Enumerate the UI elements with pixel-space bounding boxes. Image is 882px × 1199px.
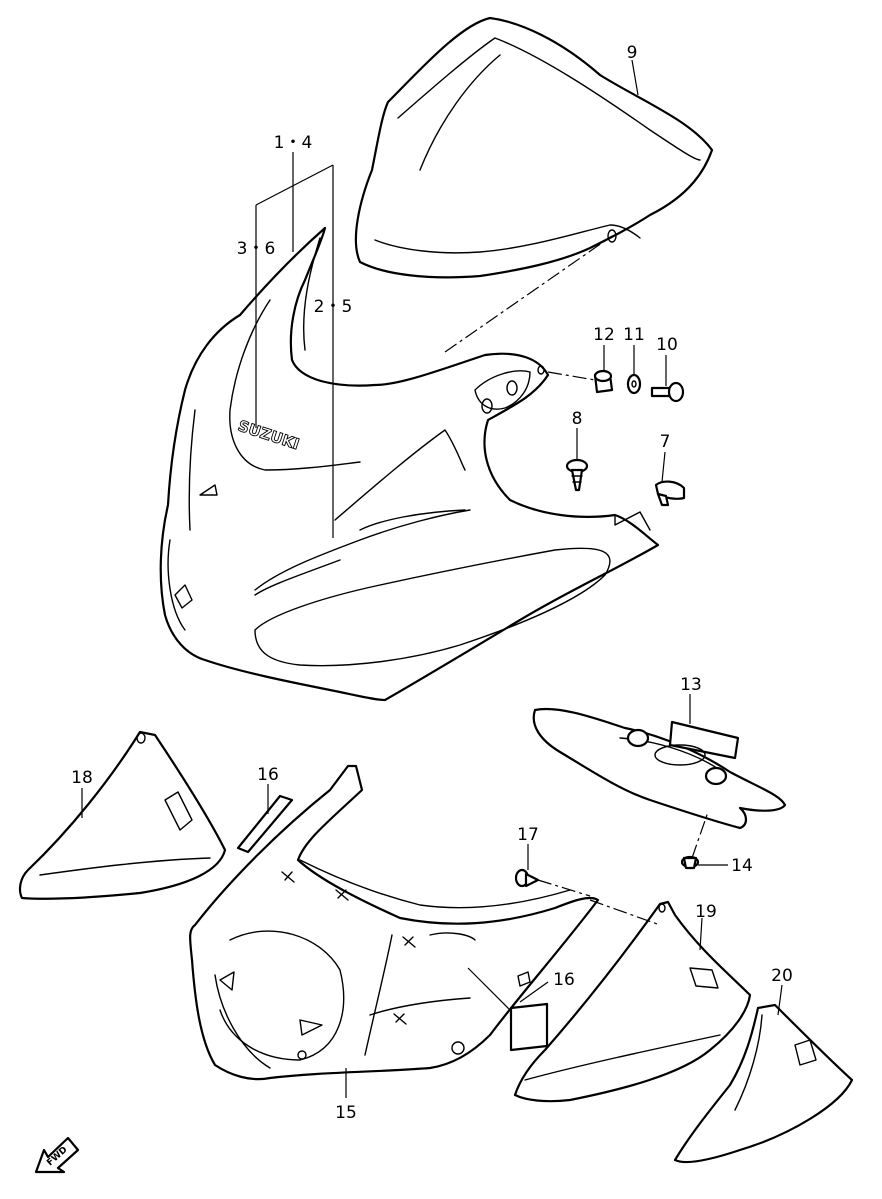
callout-2-5: 2・5: [314, 297, 353, 317]
callout-3-6: 3・6: [237, 239, 276, 259]
spacer-part-12[interactable]: [593, 369, 614, 394]
callout-20: 20: [771, 966, 793, 986]
screw-part-10[interactable]: [650, 381, 685, 403]
side-panel-part-19[interactable]: [513, 900, 752, 1103]
screw-part-7[interactable]: [654, 480, 686, 507]
callout-14: 14: [731, 856, 753, 876]
washer-part-11[interactable]: [626, 373, 642, 395]
callout-labels: 1・4 3・6 2・5 9 12 11 10 8 7 13 14 18 16 1…: [71, 43, 793, 1123]
callout-9: 9: [627, 43, 638, 63]
fastener-part-17[interactable]: [514, 868, 540, 888]
callout-8: 8: [572, 409, 583, 429]
callout-16-upper: 16: [257, 765, 279, 785]
callout-17: 17: [517, 825, 539, 845]
inner-bracket-part-13[interactable]: [532, 707, 787, 830]
lower-cowling-part-15[interactable]: [189, 764, 600, 1081]
callout-12: 12: [593, 325, 615, 345]
side-panel-part-20[interactable]: [673, 1003, 854, 1164]
callout-7: 7: [660, 432, 671, 452]
side-panel-part-18[interactable]: [18, 730, 227, 900]
leader-lines: [81, 59, 783, 1098]
callout-18: 18: [71, 768, 93, 788]
callout-1-4: 1・4: [274, 133, 313, 153]
assembly-lines: [444, 235, 709, 926]
callout-13: 13: [680, 675, 702, 695]
pad-part-16-lower[interactable]: [509, 1002, 549, 1052]
fastener-part-14[interactable]: [680, 855, 700, 870]
callout-15: 15: [335, 1103, 357, 1123]
callout-10: 10: [656, 335, 678, 355]
tapping-screw-part-8[interactable]: [565, 458, 589, 492]
fwd-arrow-icon: FWD: [34, 1136, 80, 1174]
callout-19: 19: [695, 902, 717, 922]
upper-cowling-part-1-6[interactable]: SUZUKI: [159, 226, 660, 702]
callout-11: 11: [623, 325, 645, 345]
callout-16-lower: 16: [553, 970, 575, 990]
windscreen-part-9[interactable]: [354, 16, 714, 279]
strip-part-16-upper[interactable]: [236, 794, 294, 854]
